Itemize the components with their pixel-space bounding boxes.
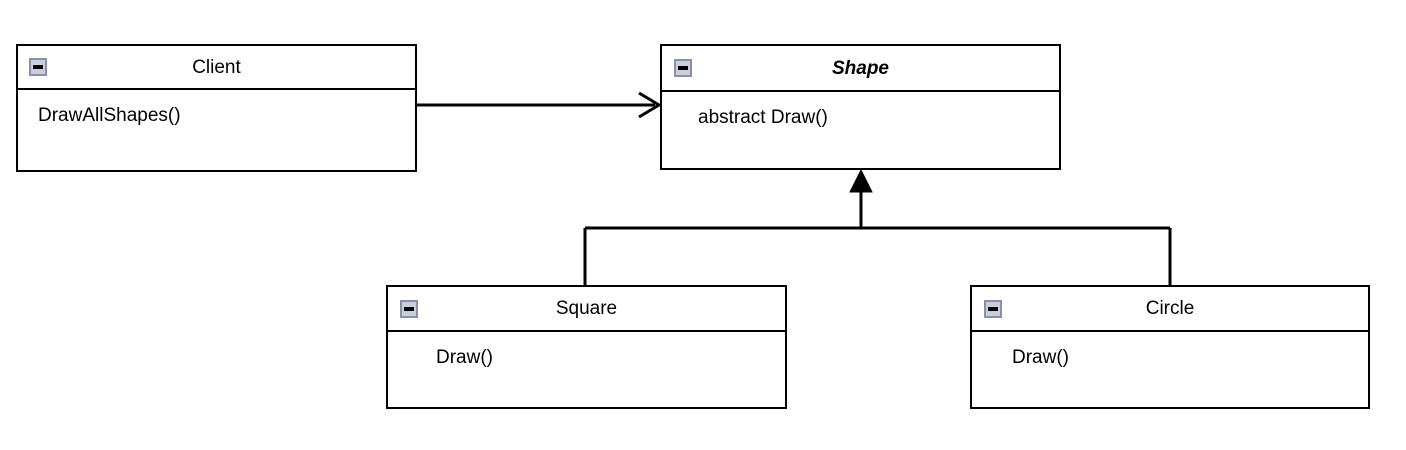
uml-class-header-shape: Shape: [662, 46, 1059, 92]
uml-class-header-square: Square: [388, 287, 785, 332]
uml-class-members-client: DrawAllShapes(): [18, 90, 415, 170]
uml-class-title-shape: Shape: [831, 57, 890, 79]
uml-class-title-client: Client: [192, 56, 241, 78]
uml-member-abstract-draw: abstract Draw(): [698, 107, 828, 128]
uml-class-client[interactable]: Client DrawAllShapes(): [16, 44, 417, 172]
minus-glyph: [988, 307, 998, 311]
uml-class-members-shape: abstract Draw(): [662, 92, 1059, 168]
collapse-minus-icon[interactable]: [674, 59, 692, 77]
uml-member-drawallshapes: DrawAllShapes(): [38, 105, 181, 126]
collapse-minus-icon[interactable]: [400, 300, 418, 318]
minus-glyph: [404, 307, 414, 311]
open-arrowhead-icon: [638, 91, 662, 119]
uml-class-members-square: Draw(): [388, 332, 785, 407]
minus-glyph: [33, 65, 43, 69]
edge-client-uses-shape[interactable]: [417, 91, 662, 119]
edge-generalization-tree[interactable]: [583, 168, 1172, 287]
uml-class-title-circle: Circle: [1145, 298, 1195, 319]
uml-class-title-square: Square: [555, 298, 618, 319]
uml-member-draw-square: Draw(): [436, 347, 493, 368]
uml-member-draw-circle: Draw(): [1012, 347, 1069, 368]
collapse-minus-icon[interactable]: [984, 300, 1002, 318]
uml-class-shape[interactable]: Shape abstract Draw(): [660, 44, 1061, 170]
uml-class-header-client: Client: [18, 46, 415, 90]
uml-class-circle[interactable]: Circle Draw(): [970, 285, 1370, 409]
uml-class-square[interactable]: Square Draw(): [386, 285, 787, 409]
collapse-minus-icon[interactable]: [29, 58, 47, 76]
uml-class-members-circle: Draw(): [972, 332, 1368, 407]
solid-triangle-arrowhead-icon: [849, 168, 873, 193]
uml-class-header-circle: Circle: [972, 287, 1368, 332]
minus-glyph: [678, 66, 688, 70]
